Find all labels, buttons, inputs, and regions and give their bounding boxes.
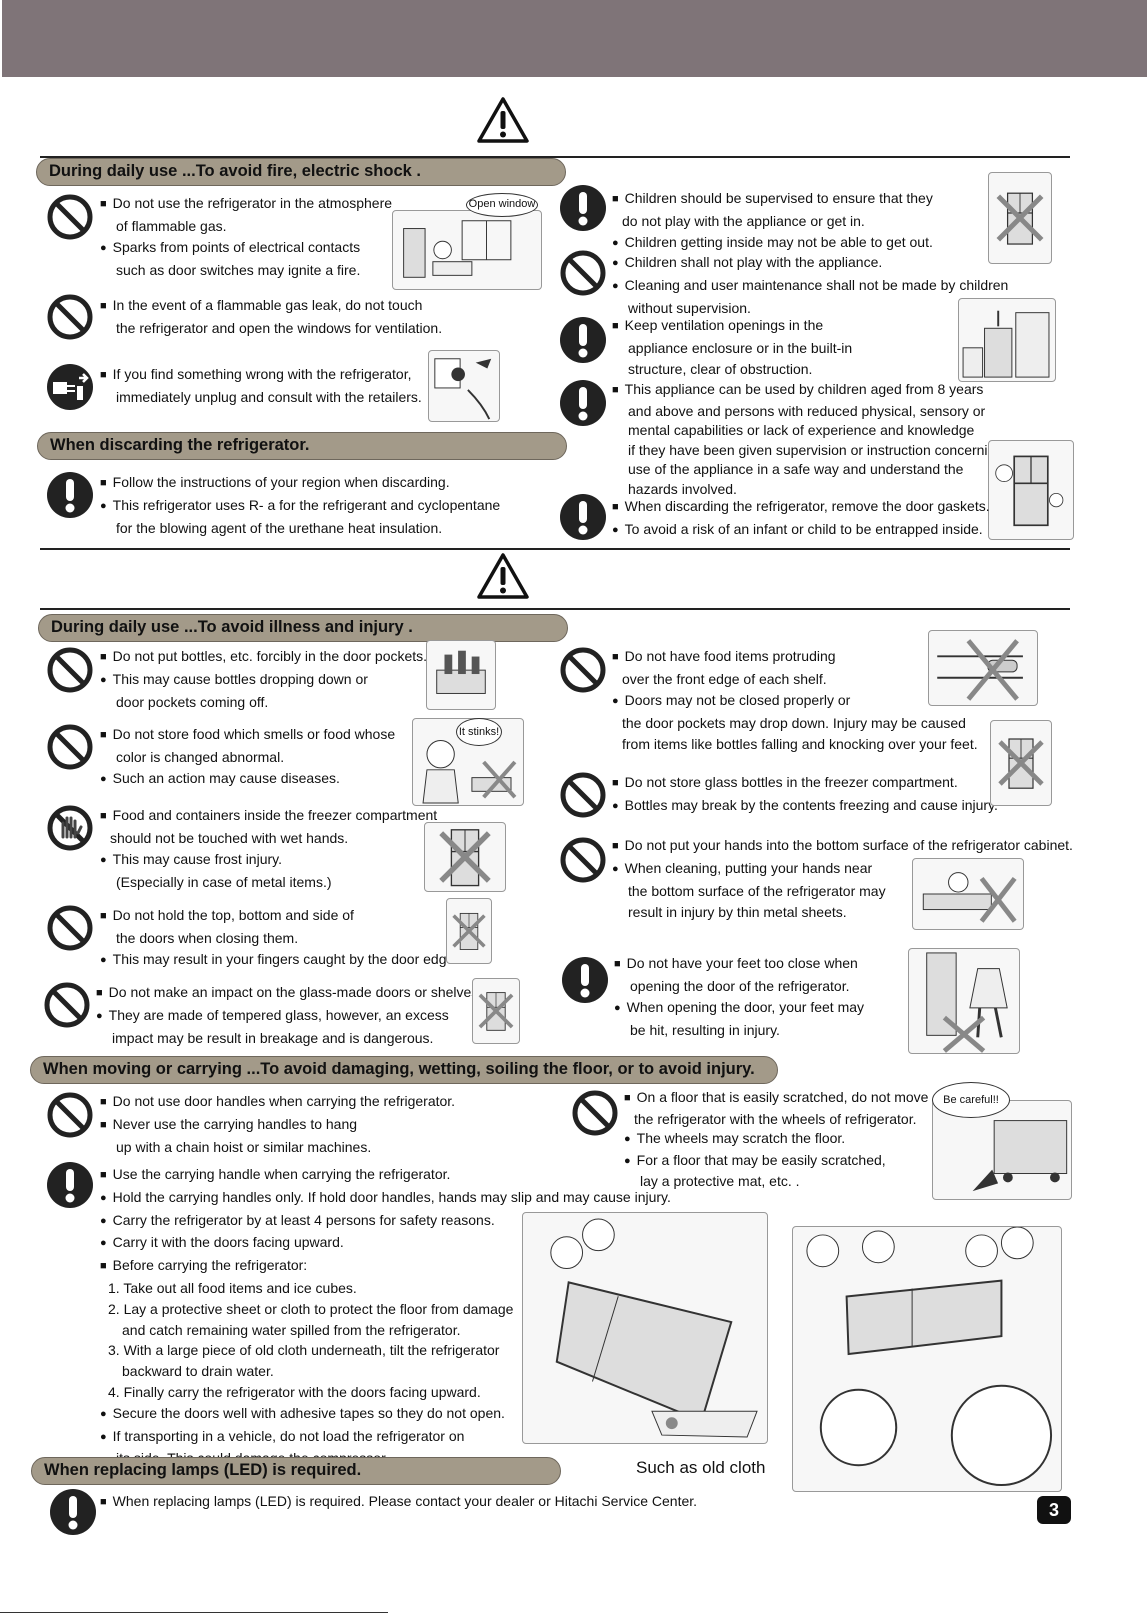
illustration-caption: Such as old cloth: [636, 1458, 766, 1477]
prohibition-icon: [570, 1088, 620, 1138]
mandatory-icon: [48, 1487, 98, 1537]
section-heading-lamps: When replacing lamps (LED) is required.: [31, 1457, 561, 1485]
section-divider: [40, 156, 1070, 158]
no-wet-hands-icon: [45, 803, 95, 853]
illustration-child-on-fridge: [988, 172, 1052, 264]
item-door-gaskets: When discarding the refrigerator, remove…: [612, 496, 990, 542]
prohibition-icon: [45, 292, 95, 342]
mandatory-icon: [45, 470, 95, 520]
illustration-tilting-fridge: [522, 1212, 768, 1444]
section-heading-illness: During daily use ...To avoid illness and…: [38, 614, 568, 642]
header-bar: [2, 0, 1147, 77]
mandatory-icon: [558, 315, 608, 365]
mandatory-icon: [558, 378, 608, 428]
illustration-freezer-hands: [424, 822, 506, 892]
section-heading-fire: During daily use ...To avoid fire, elect…: [36, 158, 566, 186]
item-flammable-gas: Do not use the refrigerator in the atmos…: [100, 193, 392, 281]
item-food-smells: Do not store food which smells or food w…: [100, 724, 395, 791]
illustration-unplug: [428, 350, 500, 422]
illustration-door-pocket: [426, 640, 496, 710]
item-ventilation: Keep ventilation openings in the applian…: [612, 315, 852, 380]
item-unplug: If you find something wrong with the ref…: [100, 364, 422, 408]
item-children-play: Children shall not play with the applian…: [612, 252, 1009, 319]
item-glass-doors: Do not make an impact on the glass-made …: [96, 982, 483, 1049]
section-heading-discard: When discarding the refrigerator.: [37, 432, 567, 460]
item-scratched-floor: On a floor that is easily scratched, do …: [624, 1088, 928, 1192]
page-number: 3: [1037, 1496, 1071, 1524]
item-protruding-food: Do not have food items protruding over t…: [612, 646, 978, 755]
item-door-pocket-bottles: Do not put bottles, etc. forcibly in the…: [100, 646, 427, 713]
speech-bubble: Be careful!!: [932, 1082, 1010, 1118]
illustration-protruding-bottle: [928, 630, 1038, 706]
prohibition-icon: [45, 903, 95, 953]
illustration-glass-door: [472, 978, 520, 1044]
illustration-bottom-surface: [912, 858, 1024, 930]
mandatory-icon: [560, 955, 610, 1005]
mandatory-icon: [558, 492, 608, 542]
mandatory-icon: [558, 183, 608, 233]
prohibition-icon: [42, 980, 92, 1030]
item-replace-lamps: When replacing lamps (LED) is required. …: [100, 1491, 697, 1514]
illustration-ventilation: [958, 298, 1056, 382]
prohibition-icon: [558, 835, 608, 885]
warning-triangle-icon: [477, 96, 529, 144]
mandatory-icon: [45, 1160, 95, 1210]
illustration-feet: [908, 948, 1020, 1054]
footer-line: [0, 1612, 388, 1613]
item-closing-doors: Do not hold the top, bottom and side of …: [100, 905, 459, 972]
prohibition-icon: [45, 1090, 95, 1140]
prohibition-icon: [558, 248, 608, 298]
illustration-carrying-four-persons: [792, 1226, 1062, 1492]
item-carrying: Use the carrying handle when carrying th…: [100, 1164, 671, 1469]
prohibition-icon: [558, 645, 608, 695]
item-door-handles: Do not use door handles when carrying th…: [100, 1091, 455, 1158]
prohibition-icon: [558, 770, 608, 820]
illustration-freezer-bottles: [990, 720, 1052, 806]
section-divider: [40, 548, 1070, 550]
item-bottom-surface: Do not put your hands into the bottom su…: [612, 835, 1073, 923]
section-divider: [40, 608, 1070, 610]
speech-bubble: Open window: [466, 193, 538, 217]
illustration-it-stinks: [412, 718, 524, 806]
illustration-door-edge: [446, 898, 492, 964]
item-aged-children: This appliance can be used by children a…: [612, 380, 1003, 499]
item-discard: Follow the instructions of your region w…: [100, 472, 501, 539]
illustration-child-with-adult: [988, 440, 1074, 540]
prohibition-icon: [45, 722, 95, 772]
unplug-icon: [45, 362, 95, 412]
item-wet-hands: Food and containers inside the freezer c…: [100, 805, 437, 893]
item-feet-close: Do not have your feet too close when ope…: [614, 953, 864, 1041]
prohibition-icon: [45, 645, 95, 695]
speech-bubble: It stinks!: [456, 718, 502, 746]
item-children-supervised: Children should be supervised to ensure …: [612, 188, 933, 255]
caution-triangle-icon: [477, 552, 529, 600]
section-heading-moving: When moving or carrying ...To avoid dama…: [30, 1056, 778, 1084]
prohibition-icon: [45, 192, 95, 242]
illustration-open-window: [392, 210, 542, 290]
item-freezer-glass-bottles: Do not store glass bottles in the freeze…: [612, 772, 998, 818]
item-gas-leak: In the event of a flammable gas leak, do…: [100, 295, 442, 339]
